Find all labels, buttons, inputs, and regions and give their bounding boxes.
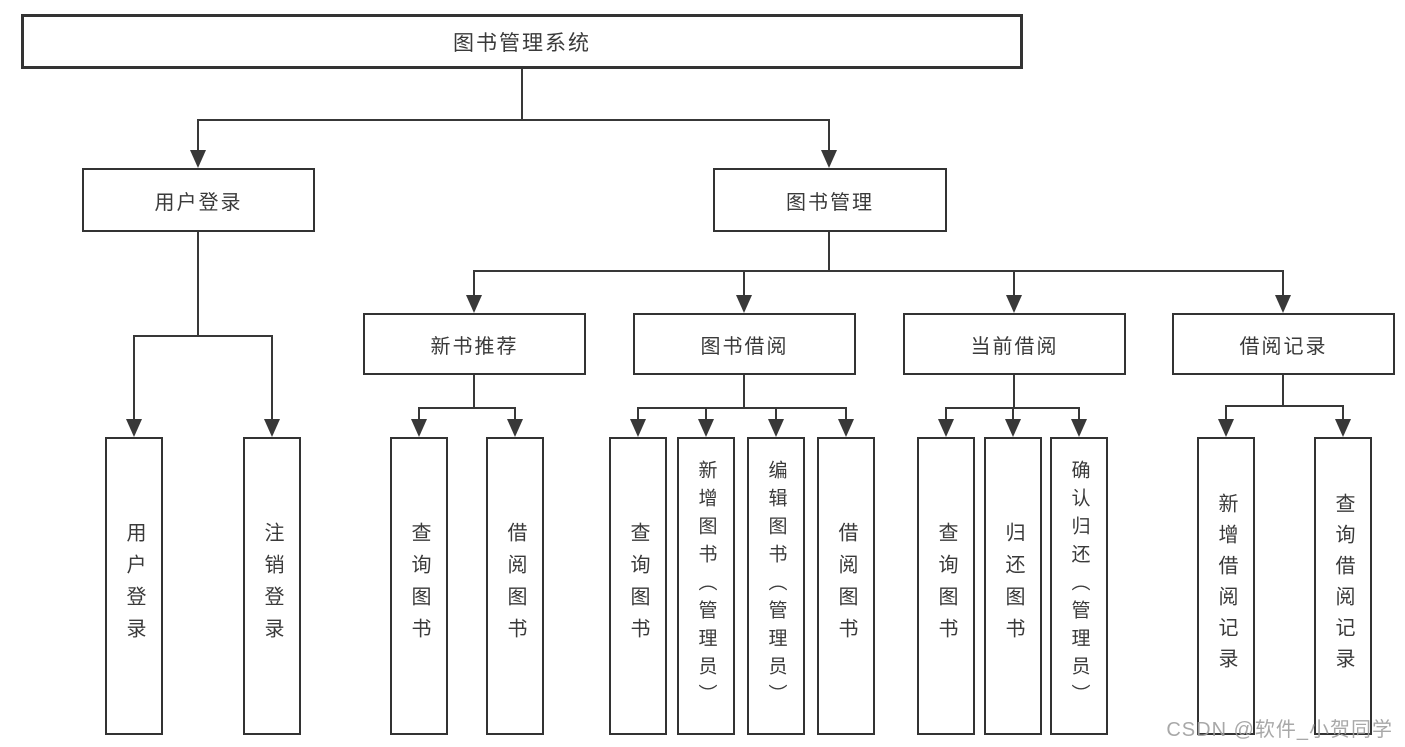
connector-line — [1013, 375, 1015, 407]
arrow-down-icon — [1275, 295, 1291, 313]
connector-line — [743, 270, 745, 297]
connector-line — [473, 375, 475, 407]
arrow-down-icon — [768, 419, 784, 437]
leaf-current-return-books-label: 归还图书 — [1002, 522, 1024, 650]
leaf-current-confirm-return-admin: 确认归还（管理员） — [1050, 437, 1108, 735]
arrow-down-icon — [411, 419, 427, 437]
leaf-borrowing-borrow-books-label: 借阅图书 — [835, 522, 857, 650]
connector-line — [271, 335, 273, 421]
arrow-down-icon — [1335, 419, 1351, 437]
connector-line — [1013, 270, 1015, 297]
leaf-user-login-label: 用户登录 — [123, 522, 145, 650]
connector-line — [828, 119, 830, 152]
leaf-borrowing-add-books-admin-label: 新增图书（管理员） — [695, 460, 717, 712]
node-current-borrowing: 当前借阅 — [903, 313, 1126, 375]
leaf-borrowing-borrow-books: 借阅图书 — [817, 437, 875, 735]
connector-line — [197, 119, 199, 152]
leaf-borrowing-query-books-label: 查询图书 — [627, 522, 649, 650]
connector-line — [1225, 405, 1227, 421]
connector-line — [845, 407, 847, 421]
arrow-down-icon — [1005, 419, 1021, 437]
leaf-logout-label: 注销登录 — [261, 522, 283, 650]
leaf-recommend-borrow-books: 借阅图书 — [486, 437, 544, 735]
node-book-management: 图书管理 — [713, 168, 947, 232]
leaf-borrowing-query-books: 查询图书 — [609, 437, 667, 735]
node-borrowing-records: 借阅记录 — [1172, 313, 1395, 375]
connector-line — [418, 407, 420, 421]
connector-line — [133, 335, 273, 337]
connector-line — [705, 407, 707, 421]
arrow-down-icon — [1006, 295, 1022, 313]
node-user-login: 用户登录 — [82, 168, 315, 232]
node-new-book-recommendation: 新书推荐 — [363, 313, 586, 375]
leaf-records-query-record: 查询借阅记录 — [1314, 437, 1372, 735]
watermark: CSDN @软件_小贺同学 — [1166, 719, 1393, 741]
connector-line — [197, 119, 830, 121]
leaf-user-login: 用户登录 — [105, 437, 163, 735]
leaf-records-add-record: 新增借阅记录 — [1197, 437, 1255, 735]
connector-line — [473, 270, 475, 297]
connector-line — [637, 407, 639, 421]
leaf-recommend-query-books-label: 查询图书 — [408, 522, 430, 650]
connector-line — [775, 407, 777, 421]
leaf-logout: 注销登录 — [243, 437, 301, 735]
connector-line — [473, 270, 1284, 272]
connector-line — [514, 407, 516, 421]
arrow-down-icon — [1071, 419, 1087, 437]
arrow-down-icon — [1218, 419, 1234, 437]
leaf-records-query-record-label: 查询借阅记录 — [1332, 493, 1354, 679]
connector-line — [637, 407, 847, 409]
connector-line — [1225, 405, 1344, 407]
connector-line — [133, 335, 135, 421]
arrow-down-icon — [698, 419, 714, 437]
leaf-recommend-query-books: 查询图书 — [390, 437, 448, 735]
connector-line — [1078, 407, 1080, 421]
node-root: 图书管理系统 — [21, 14, 1023, 69]
arrow-down-icon — [466, 295, 482, 313]
connector-line — [1342, 405, 1344, 421]
connector-line — [743, 375, 745, 407]
arrow-down-icon — [507, 419, 523, 437]
leaf-borrowing-add-books-admin: 新增图书（管理员） — [677, 437, 735, 735]
leaf-current-confirm-return-admin-label: 确认归还（管理员） — [1068, 460, 1090, 712]
arrow-down-icon — [264, 419, 280, 437]
leaf-records-add-record-label: 新增借阅记录 — [1215, 493, 1237, 679]
connector-line — [945, 407, 947, 421]
leaf-current-return-books: 归还图书 — [984, 437, 1042, 735]
connector-line — [197, 232, 199, 335]
leaf-borrowing-edit-books-admin: 编辑图书（管理员） — [747, 437, 805, 735]
connector-line — [1012, 407, 1014, 421]
arrow-down-icon — [630, 419, 646, 437]
arrow-down-icon — [821, 150, 837, 168]
node-book-borrowing: 图书借阅 — [633, 313, 856, 375]
arrow-down-icon — [736, 295, 752, 313]
connector-line — [418, 407, 516, 409]
leaf-current-query-books-label: 查询图书 — [935, 522, 957, 650]
connector-line — [828, 232, 830, 270]
connector-line — [1282, 270, 1284, 297]
arrow-down-icon — [838, 419, 854, 437]
arrow-down-icon — [938, 419, 954, 437]
arrow-down-icon — [126, 419, 142, 437]
leaf-recommend-borrow-books-label: 借阅图书 — [504, 522, 526, 650]
arrow-down-icon — [190, 150, 206, 168]
leaf-borrowing-edit-books-admin-label: 编辑图书（管理员） — [765, 460, 787, 712]
leaf-current-query-books: 查询图书 — [917, 437, 975, 735]
connector-line — [1282, 375, 1284, 405]
connector-line — [521, 69, 523, 119]
